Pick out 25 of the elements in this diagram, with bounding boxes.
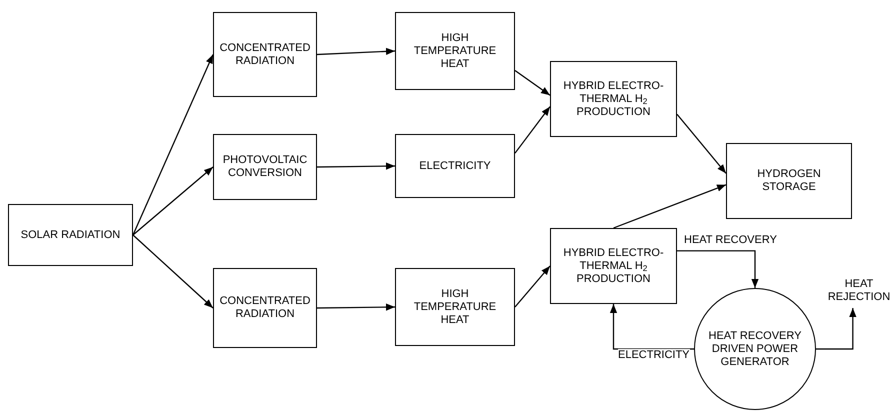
output-label: HEAT REJECTION [828, 274, 890, 308]
process-box: ELECTRICITY [395, 134, 515, 198]
arrow [514, 266, 550, 308]
arrow [816, 308, 856, 350]
arrow [316, 48, 396, 56]
process-box: HYDROGEN STORAGE [726, 143, 852, 219]
arrow [514, 106, 550, 154]
arrow [677, 250, 759, 288]
process-box: HYBRID ELECTRO- THERMAL H$_{2}$ PRODUCTION [550, 61, 677, 137]
process-box: PHOTOVOLTAIC CONVERSION [213, 134, 317, 200]
process-box: SOLAR RADIATION [8, 204, 133, 266]
arrow [514, 70, 550, 96]
arrow [317, 304, 395, 311]
arrow [676, 114, 726, 174]
process-box: CONCENTRATED RADIATION [213, 12, 317, 97]
arrow [132, 234, 214, 308]
process-box: HYBRID ELECTRO- THERMAL H$_{2}$ PRODUCTION [550, 228, 677, 304]
arrow [610, 304, 694, 350]
arrow [132, 54, 214, 236]
process-box: HIGH TEMPERATURE HEAT [395, 268, 515, 346]
process-box: HIGH TEMPERATURE HEAT [395, 12, 515, 90]
arrow [317, 162, 395, 170]
arrow [613, 184, 726, 229]
arrow [132, 166, 214, 236]
process-box: CONCENTRATED RADIATION [213, 268, 317, 348]
